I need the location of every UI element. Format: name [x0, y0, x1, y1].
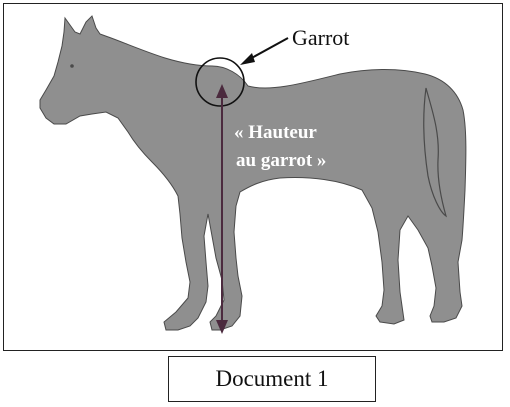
garrot-label: Garrot — [292, 25, 349, 50]
garrot-pointer-line — [247, 37, 289, 61]
horse-silhouette — [39, 15, 467, 331]
height-arrow-top — [216, 84, 228, 98]
withers-circle — [195, 57, 245, 107]
horse-eye — [70, 64, 74, 68]
document-caption: Document 1 — [168, 356, 376, 402]
caption-text: Document 1 — [215, 366, 329, 391]
height-arrow-bottom — [216, 320, 228, 334]
height-label-line1: « Hauteur — [234, 122, 317, 143]
garrot-pointer-head — [240, 53, 255, 65]
height-label-line2: au garrot » — [236, 150, 326, 171]
horse-tail — [423, 87, 448, 218]
